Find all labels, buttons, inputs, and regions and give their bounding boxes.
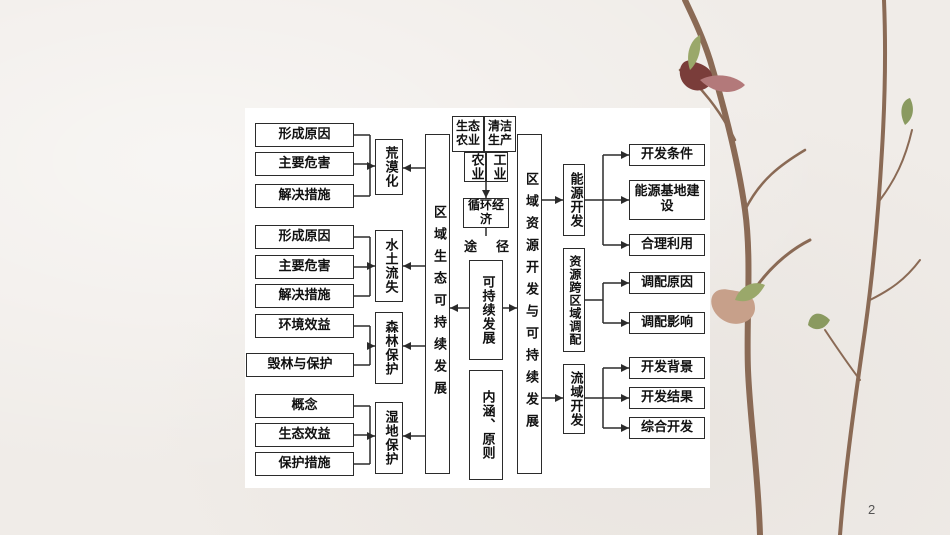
comprehensive-development: 综合开发 bbox=[629, 417, 705, 439]
soil-erosion-harm: 主要危害 bbox=[255, 255, 354, 279]
wetland-measures: 保护措施 bbox=[255, 452, 354, 476]
forest-deforestation: 毁林与保护 bbox=[246, 353, 354, 377]
regional-eco-sustainable-box: 区域生态可持续发展 bbox=[425, 134, 450, 474]
forest-protection-box: 森林保护 bbox=[375, 312, 403, 384]
rational-use: 合理利用 bbox=[629, 234, 705, 256]
wetland-protection-box: 湿地保护 bbox=[375, 402, 403, 474]
desertification-box: 荒漠化 bbox=[375, 139, 403, 195]
soil-erosion-solution: 解决措施 bbox=[255, 284, 354, 308]
energy-conditions: 开发条件 bbox=[629, 144, 705, 166]
desertification-solution: 解决措施 bbox=[255, 184, 354, 208]
wetland-benefit: 生态效益 bbox=[255, 423, 354, 447]
meaning-principle-box: 内涵、原则 bbox=[469, 370, 503, 480]
decorative-branch bbox=[678, 0, 921, 535]
desertification-cause: 形成原因 bbox=[255, 123, 354, 147]
page-number: 2 bbox=[868, 502, 876, 517]
path-label-right: 径 bbox=[496, 240, 510, 255]
circular-economy-box: 循环经济 bbox=[463, 198, 509, 228]
development-results: 开发结果 bbox=[629, 387, 705, 409]
clean-production-box: 清洁生产 bbox=[484, 116, 516, 152]
diagram-connectors bbox=[354, 134, 629, 465]
development-background: 开发背景 bbox=[629, 357, 705, 379]
agriculture-box: 农业 bbox=[464, 152, 486, 182]
desertification-harm: 主要危害 bbox=[255, 152, 354, 176]
cross-region-transfer-box: 资源跨区域调配 bbox=[563, 248, 585, 352]
basin-development-box: 流域开发 bbox=[563, 364, 585, 434]
soil-erosion-cause: 形成原因 bbox=[255, 225, 354, 249]
diagram-card: 形成原因 主要危害 解决措施 荒漠化 形成原因 主要危害 解决措施 水土流失 环… bbox=[245, 108, 710, 488]
regional-resource-dev-box: 区域资源开发与可持续发展 bbox=[517, 134, 542, 474]
wetland-concept: 概念 bbox=[255, 394, 354, 418]
eco-agriculture-box: 生态农业 bbox=[452, 116, 484, 152]
transfer-reasons: 调配原因 bbox=[629, 272, 705, 294]
path-label-left: 途 bbox=[464, 240, 478, 255]
energy-development-box: 能源开发 bbox=[563, 164, 585, 236]
forest-benefit: 环境效益 bbox=[255, 314, 354, 338]
energy-base-construction: 能源基地建设 bbox=[629, 180, 705, 220]
industry-box: 工业 bbox=[486, 152, 508, 182]
transfer-impacts: 调配影响 bbox=[629, 312, 705, 334]
soil-erosion-box: 水土流失 bbox=[375, 230, 403, 302]
sustainable-development-box: 可持续发展 bbox=[469, 260, 503, 360]
